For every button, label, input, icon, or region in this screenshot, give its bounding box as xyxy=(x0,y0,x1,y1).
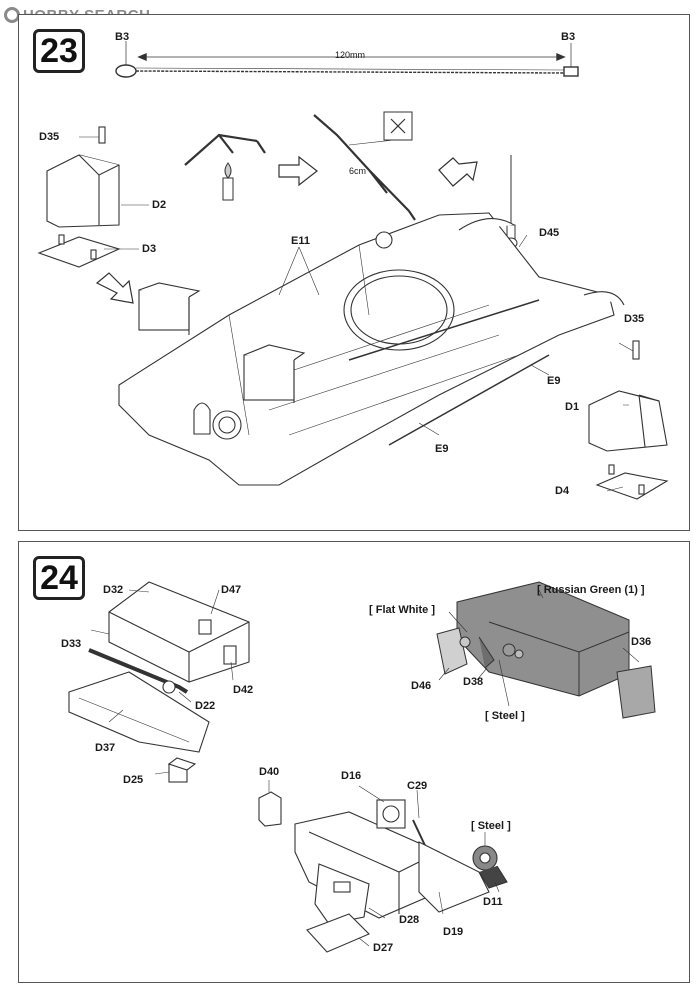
label-d22: D22 xyxy=(195,700,216,712)
label-cable-length: 120mm xyxy=(335,50,366,60)
label-b3-right: B3 xyxy=(561,31,576,43)
label-d37: D37 xyxy=(95,742,116,754)
label-d32: D32 xyxy=(103,584,124,596)
label-d3: D3 xyxy=(142,243,157,255)
hull-drawing xyxy=(118,212,625,486)
label-d4: D4 xyxy=(555,485,570,497)
label-steel-bottom: [ Steel ] xyxy=(471,820,511,832)
transmission-assembly-d16 xyxy=(258,791,508,953)
label-d16: D16 xyxy=(341,770,362,782)
candle-icon xyxy=(222,162,234,201)
label-c29: C29 xyxy=(407,780,428,792)
process-arrows xyxy=(95,155,478,304)
label-d28: D28 xyxy=(399,914,420,926)
label-d42: D42 xyxy=(233,684,254,696)
label-d25: D25 xyxy=(123,774,144,786)
label-d36: D36 xyxy=(631,636,652,648)
label-d2: D2 xyxy=(152,199,167,211)
label-e9-right: E9 xyxy=(547,375,561,387)
label-d38: D38 xyxy=(463,676,484,688)
label-d1: D1 xyxy=(565,401,580,413)
label-bend-length: 6cm xyxy=(349,166,367,176)
engine-assembly-russian-green xyxy=(436,581,656,719)
fender-assembly-d32 xyxy=(68,581,250,783)
label-d35-right: D35 xyxy=(624,313,645,325)
label-d40: D40 xyxy=(259,766,280,778)
b3-cable xyxy=(115,41,579,78)
label-d19: D19 xyxy=(443,926,464,938)
leader-lines-24 xyxy=(90,589,640,947)
step-24-drawing xyxy=(68,581,656,953)
step-24-panel: 24 D32 D47 D33 D42 D22 D37 D25 [ Flat Wh… xyxy=(18,541,690,983)
label-d11: D11 xyxy=(483,896,503,908)
step-23-panel: 23 B3 B3 120mm 6cm D35 D2 D3 E11 D45 D35… xyxy=(18,14,690,531)
label-b3-left: B3 xyxy=(115,31,130,43)
label-d46: D46 xyxy=(411,680,432,692)
label-d47: D47 xyxy=(221,584,242,596)
d45-antenna xyxy=(504,155,518,249)
stowage-box-d1 xyxy=(588,340,669,500)
label-e9-bottom: E9 xyxy=(435,443,449,455)
leader-lines xyxy=(79,136,634,492)
step-number-23: 23 xyxy=(33,29,85,73)
label-steel-top: [ Steel ] xyxy=(485,710,525,722)
label-d35-left: D35 xyxy=(39,131,60,143)
label-flat-white: [ Flat White ] xyxy=(369,604,435,616)
stowage-box-d2 xyxy=(37,126,121,268)
label-russian-green: [ Russian Green (1) ] xyxy=(537,584,645,596)
label-d27: D27 xyxy=(373,942,394,954)
step-number-24: 24 xyxy=(33,556,85,600)
label-d33: D33 xyxy=(61,638,82,650)
label-e11: E11 xyxy=(291,235,310,247)
step-23-drawing xyxy=(37,41,669,500)
cable-bend-diagram xyxy=(184,111,416,221)
label-d45: D45 xyxy=(539,227,560,239)
